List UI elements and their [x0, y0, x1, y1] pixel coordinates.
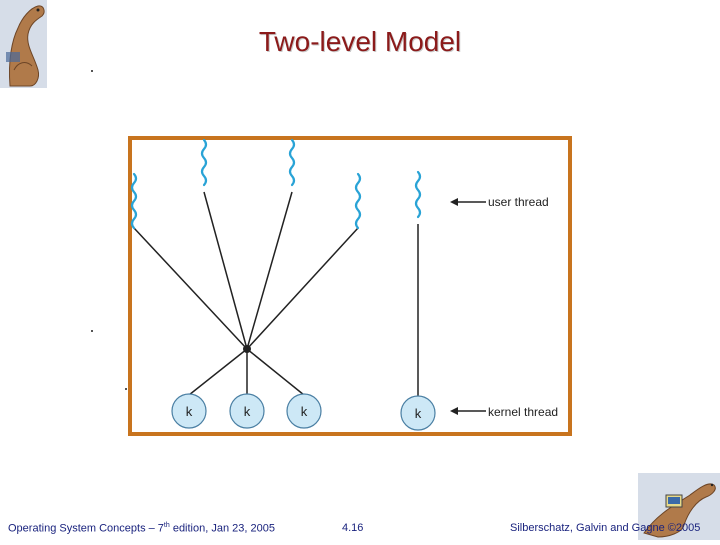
slide-dot [125, 388, 127, 390]
diagram-frame [128, 136, 572, 436]
user-threads [130, 138, 422, 230]
user-to-hub-line-2 [203, 191, 248, 350]
user-to-hub-line-3 [246, 191, 293, 350]
kernel-thread-label-3: k [301, 404, 308, 419]
kernel-thread-4 [400, 395, 436, 431]
user-thread-4 [354, 172, 362, 230]
kernel-thread-3 [286, 393, 322, 429]
user-thread-1 [130, 172, 138, 230]
user-thread-label: user thread [488, 195, 549, 209]
user-to-hub-line-1 [133, 227, 248, 350]
hub-to-kernel-line-3 [246, 348, 305, 396]
kernel-thread-label: kernel thread [488, 405, 558, 419]
kernel-thread-label-4: k [415, 406, 422, 421]
slide-title: Two-level Model [258, 26, 462, 57]
dinosaur-logo-bottom [638, 473, 720, 540]
user-thread-arrowhead [450, 198, 458, 206]
thread-connections [133, 191, 419, 397]
footer-copyright: Silberschatz, Galvin and Gagne ©2005 [510, 522, 701, 534]
slide-dot [91, 70, 93, 72]
slide-dot [91, 330, 93, 332]
kernel-thread-arrowhead [450, 407, 458, 415]
user-thread-5 [414, 170, 422, 219]
user-to-hub-line-4 [246, 227, 359, 350]
user-thread-3 [288, 138, 296, 187]
footer-page-number: 4.16 [342, 522, 364, 534]
kernel-thread-1 [171, 393, 207, 429]
kernel-thread-2 [229, 393, 265, 429]
multiplex-hub [243, 345, 251, 353]
footer-course-info: Operating System Concepts – 7th edition,… [8, 522, 275, 535]
user-thread-2 [200, 138, 208, 187]
hub-to-kernel-line-1 [188, 348, 248, 396]
kernel-thread-label-1: k [186, 404, 193, 419]
dinosaur-logo-top [0, 0, 47, 88]
kernel-thread-label-2: k [244, 404, 251, 419]
kernel-thread-label-group: kernel thread [450, 405, 558, 419]
user-thread-label-group: user thread [450, 195, 549, 209]
